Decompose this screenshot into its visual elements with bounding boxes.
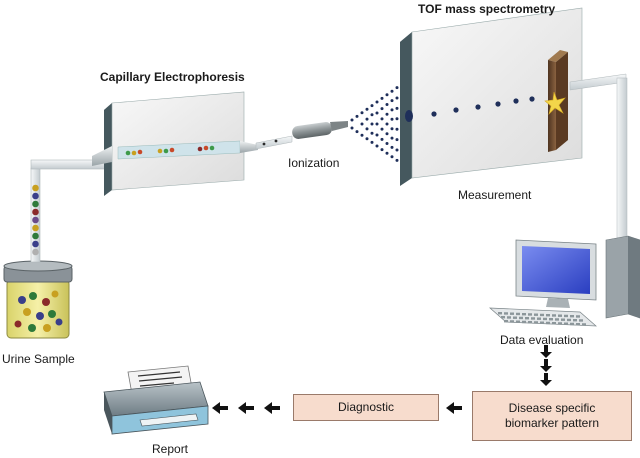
printer [103,365,209,435]
spray-ion [395,127,399,131]
detector-flash [544,91,566,115]
biomarker-pattern-box: Disease specific biomarker pattern [472,391,632,441]
down-arrows [540,345,552,386]
measurement-label: Measurement [458,188,532,202]
flight-ion [495,101,501,107]
spray-ion [380,117,384,121]
spray-ion [365,117,369,121]
ionization-nozzle [292,121,348,139]
spray-ion [380,137,384,141]
spray-ion [390,108,394,112]
spray-ion [390,127,394,131]
flight-ion [453,107,459,113]
ion-spray [350,82,404,166]
spray-ion [370,122,374,126]
flight-ion [431,111,437,117]
flight-ion [529,96,535,102]
spray-ion [365,137,369,141]
spray-ion [365,127,369,131]
spray-ion [355,114,359,118]
spray-ion [370,113,374,117]
spray-ion [385,142,389,145]
spray-ion [365,107,369,111]
sampling-capillary [30,159,112,263]
spray-ion [385,93,389,97]
spray-ion [375,122,379,126]
spray-ion [385,132,389,136]
biomarker-box-line2: biomarker pattern [504,416,600,430]
biomarker-box-line1: Disease specific [508,401,596,415]
spray-ion [360,122,364,126]
spray-ion [375,133,379,137]
spray-ion [375,144,379,148]
left-arrows [212,402,462,414]
spray-ion [385,122,389,126]
spray-ion [360,133,364,137]
spray-ion [370,140,374,144]
urine-sample-jar [3,260,73,339]
tof-device [400,7,583,186]
spray-ion [380,148,384,152]
ce-device [92,91,258,196]
spray-ion [390,145,394,149]
flight-ion [513,98,519,104]
spray-ion [375,100,379,104]
spray-ion [395,106,399,110]
spray-ion [355,130,359,134]
spray-ion [375,111,379,115]
report-label: Report [152,442,189,456]
spray-ion [350,126,354,130]
ionization-label: Ionization [288,156,340,170]
tof-label: TOF mass spectrometry [418,2,556,16]
flight-ion [475,104,481,110]
spray-ion [380,107,384,111]
spray-ion [385,112,389,116]
spray-ion [395,117,399,121]
urine-sample-label: Urine Sample [2,352,75,366]
transfer-capillary [255,135,293,150]
spray-ion [390,99,394,103]
spray-ion [395,158,399,162]
spray-ion [380,96,384,100]
ce-label: Capillary Electrophoresis [100,70,245,84]
spray-ion [395,138,399,142]
spray-ion [395,148,399,152]
spray-ion [395,96,399,100]
spray-ion [390,136,394,140]
spray-ion [390,155,394,159]
spray-ion [385,103,389,106]
spray-ion [390,117,394,121]
spray-ion [385,151,389,155]
diagnostic-box: Diagnostic [293,394,439,421]
spray-ion [370,104,374,108]
spray-ion [390,89,394,93]
spray-ion [395,86,399,90]
spray-ion [370,131,374,135]
spray-ion [380,127,384,131]
spray-ion [360,111,364,115]
spray-ion [350,118,354,122]
computer [489,235,640,327]
data-evaluation-label: Data evaluation [500,333,584,347]
